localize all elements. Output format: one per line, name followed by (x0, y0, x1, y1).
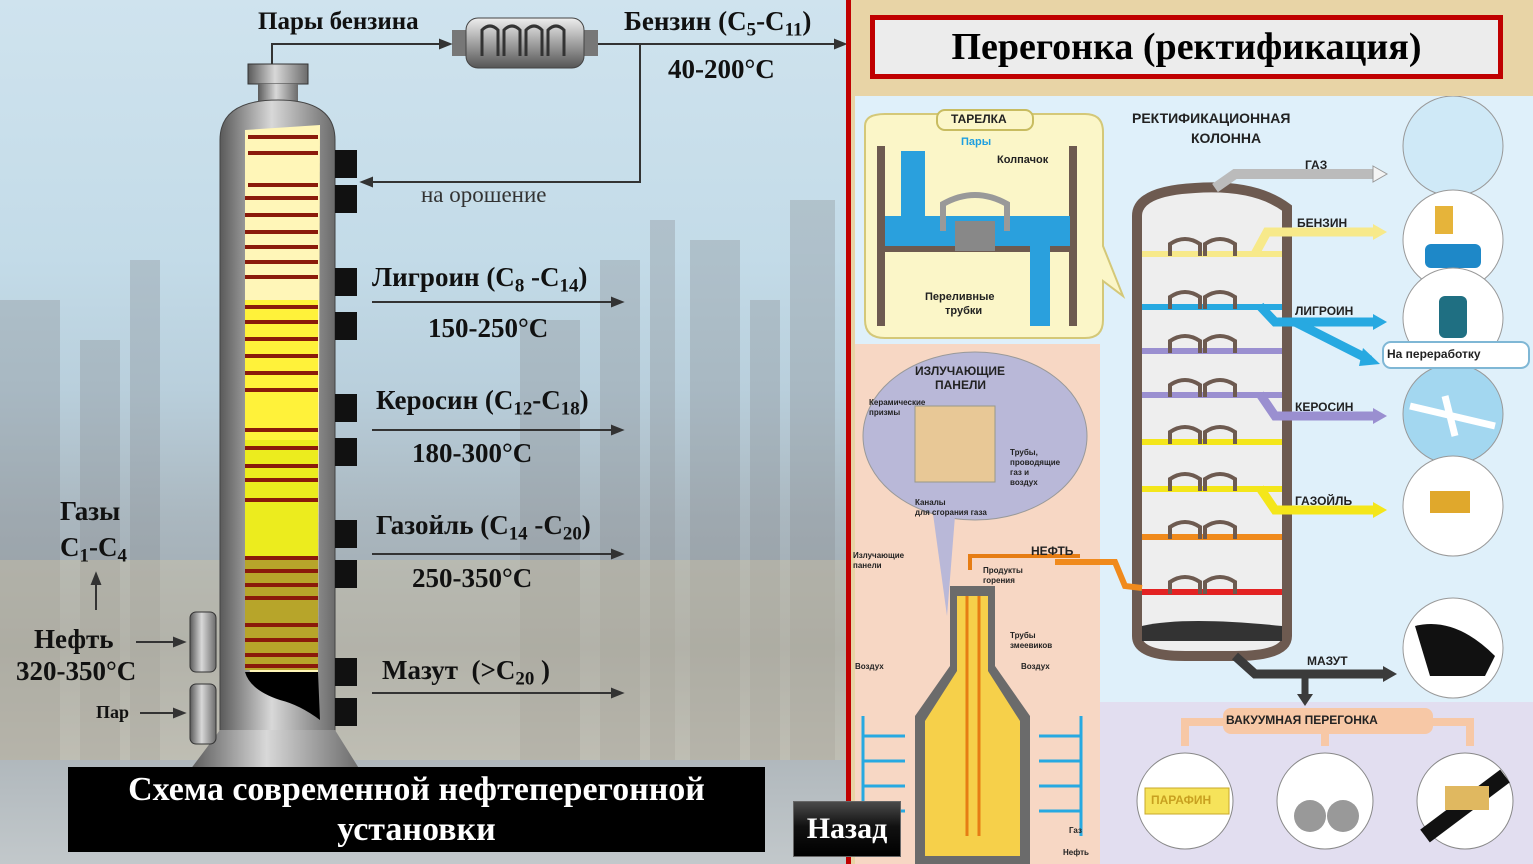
rad-panels-2: панели (853, 561, 882, 570)
air-right: Воздух (1021, 662, 1050, 671)
feed-temp: 320-350°C (16, 656, 137, 686)
reprocess-badge (1382, 341, 1530, 369)
refinery-background (0, 200, 846, 760)
channels-2: для сгорания газа (915, 508, 987, 517)
pipes-1: Трубы, (1010, 448, 1038, 457)
page-title: Перегонка (ректификация) (870, 15, 1503, 79)
pipes-2: проводящие (1010, 458, 1061, 467)
panels-title-1: ИЗЛУЧАЮЩИЕ (915, 364, 1006, 378)
lubricant-gears-icon (1276, 752, 1374, 850)
tray-vapors: Пары (961, 136, 992, 148)
vacuum-title: ВАКУУМНАЯ ПЕРЕГОНКА (1226, 713, 1378, 727)
fraction-gasoil-temp: 250-350°C (412, 563, 533, 593)
pipes-3: газ и (1010, 468, 1029, 477)
reflux-label: на орошение (421, 182, 547, 207)
diagram-caption: Схема современной нефтеперегонной устано… (68, 767, 765, 852)
product-gasoil: ГАЗОЙЛЬ (1295, 494, 1353, 508)
gases-label: Газы (60, 496, 121, 526)
rad-panels-1: Излучающие (853, 551, 905, 560)
gasoline-label: Бензин (C5-C11) (624, 6, 812, 41)
channels-1: Каналы (915, 498, 946, 507)
distillation-column (90, 17, 846, 771)
tray-downcomer-2: трубки (945, 305, 983, 317)
product-gas: ГАЗ (1305, 158, 1328, 172)
side-outlets (335, 150, 357, 726)
panels-title-2: ПАНЕЛИ (935, 378, 987, 392)
product-kerosene: КЕРОСИН (1295, 400, 1354, 414)
combustion-2: горения (983, 576, 1015, 585)
column-top-cap (247, 63, 309, 85)
fraction-ligroin-temp: 150-250°C (428, 313, 549, 343)
condenser-icon (452, 17, 598, 69)
feed-label: Нефть (34, 624, 114, 654)
furnace-oil-label: НЕФТЬ (1031, 544, 1074, 558)
furnace (861, 351, 1088, 864)
column-title-1: РЕКТИФИКАЦИОННАЯ (1132, 110, 1291, 126)
steam-nozzle (189, 683, 217, 745)
product-gasoline: БЕНЗИН (1297, 216, 1348, 230)
gas-in-label: Газ (1069, 826, 1082, 835)
gasoline-temp: 40-200°C (668, 54, 775, 84)
steam-label: Пар (96, 702, 130, 722)
oil-in-label: Нефть (1063, 848, 1089, 857)
feed-nozzle (189, 611, 217, 673)
tray-title: ТАРЕЛКА (951, 112, 1007, 126)
rectification-svg (855, 96, 1533, 864)
rectification-diagram: ТАРЕЛКА Пары Колпачок Переливные трубки … (853, 96, 1533, 864)
fraction-gasoil: Газойль (C14 -C20) (376, 510, 591, 545)
product-mazut: МАЗУТ (1307, 654, 1348, 668)
fraction-ligroin: Лигроин (C8 -C14) (372, 262, 588, 297)
vacuum-distillation (1136, 708, 1514, 850)
fraction-kerosene-temp: 180-300°C (412, 438, 533, 468)
air-left: Воздух (855, 662, 884, 671)
rectification-column (1132, 182, 1292, 661)
reprocess-label: На переработку (1387, 347, 1481, 361)
coils-1: Трубы (1010, 631, 1036, 640)
tray-inset (864, 109, 1126, 339)
product-icons (1382, 96, 1530, 699)
fraction-mazut: Мазут (>C20 ) (382, 655, 551, 690)
vapor-label: Пары бензина (258, 8, 419, 35)
product-ligroin: ЛИГРОИН (1295, 304, 1354, 318)
trays (245, 135, 318, 668)
tray-downcomer-1: Переливные (925, 291, 995, 303)
left-panel: Пары бензина Бензин (C5-C11) 40-200°C на… (0, 0, 846, 864)
back-button[interactable]: Назад (793, 801, 901, 857)
tray-cap: Колпачок (997, 154, 1049, 166)
gas-tank-icon (1402, 96, 1504, 197)
panel-divider (846, 0, 851, 864)
fraction-kerosene: Керосин (C12-C18) (376, 385, 589, 420)
combustion-1: Продукты (983, 566, 1023, 575)
coils-2: змеевиков (1010, 641, 1053, 650)
ceramic-2: призмы (869, 408, 901, 417)
ceramic-1: Керамические (869, 398, 926, 407)
product-arrows (1055, 165, 1397, 706)
column-title-2: КОЛОННА (1191, 130, 1262, 146)
gases-formula: C1-C4 (60, 532, 127, 567)
pipes-4: воздух (1010, 478, 1038, 487)
paraffin-label: ПАРАФИН (1151, 793, 1212, 807)
